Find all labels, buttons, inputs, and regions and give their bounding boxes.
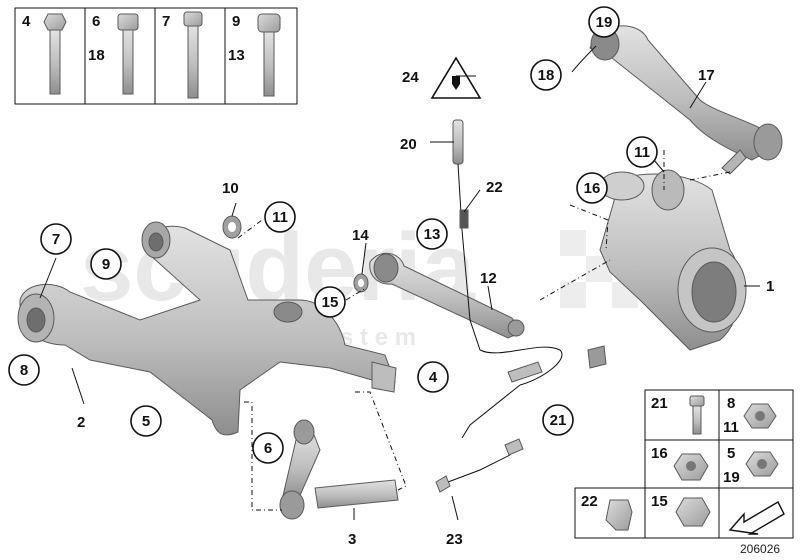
callout-1: 1 <box>766 278 774 295</box>
callout-3: 3 <box>348 531 356 548</box>
wheel-speed-sensor-cable <box>452 119 607 439</box>
wheel-carrier <box>599 169 747 351</box>
callout-24: 24 <box>402 69 419 86</box>
callout-4-text: 4 <box>429 369 438 386</box>
callout-18: 18 <box>530 59 562 91</box>
washer-10 <box>222 215 242 239</box>
callout-21-text: 21 <box>550 412 567 429</box>
screw-21-icon <box>689 395 705 435</box>
callout-7: 7 <box>40 223 72 255</box>
lower-control-arm <box>369 252 525 339</box>
callout-17: 17 <box>698 67 715 84</box>
callout-9: 9 <box>90 248 122 280</box>
legend-bottom-21: 21 <box>651 395 668 412</box>
plain-callouts: 24 17 20 22 10 14 12 1 2 3 23 <box>77 67 774 548</box>
callout-5: 5 <box>130 405 162 437</box>
callout-21: 21 <box>542 404 574 436</box>
callout-12: 12 <box>480 270 497 287</box>
callout-2: 2 <box>77 414 85 431</box>
legend-top-4-a: 4 <box>22 13 31 30</box>
callout-11-right: 11 <box>626 136 658 168</box>
bolt-9-icon <box>257 13 281 97</box>
legend-bottom-11: 11 <box>723 419 739 436</box>
legend-bottom-22: 22 <box>581 493 598 510</box>
legend-top-13-b: 13 <box>228 47 245 64</box>
callout-8: 8 <box>8 354 40 386</box>
circled-callouts: 19 18 11 16 7 9 11 13 15 8 5 6 4 21 <box>8 6 658 464</box>
clip-22-icon <box>605 499 633 531</box>
legend-bottom-5: 5 <box>727 445 735 462</box>
legend-bottom-8: 8 <box>727 395 735 412</box>
callout-19: 19 <box>588 6 620 38</box>
callout-13-text: 13 <box>424 226 441 243</box>
callout-15: 15 <box>314 286 346 318</box>
callout-4: 4 <box>417 361 449 393</box>
callout-11-left: 11 <box>264 201 296 233</box>
callout-16-text: 16 <box>584 180 601 197</box>
rear-axle-carrier <box>17 221 397 436</box>
callout-8-text: 8 <box>20 362 28 379</box>
callout-6: 6 <box>252 432 284 464</box>
fastener-legend-top: 4 6 18 7 9 13 <box>14 7 298 105</box>
assembly-lines <box>237 150 731 511</box>
callout-15-text: 15 <box>322 294 339 311</box>
washer-14 <box>353 273 369 293</box>
callout-13: 13 <box>416 218 448 250</box>
brake-pad-wear-sensor <box>435 438 524 493</box>
legend-bottom-15: 15 <box>651 493 668 510</box>
legend-top-18-b: 18 <box>88 47 105 64</box>
bolt-6-icon <box>117 13 139 95</box>
bolt-4-icon <box>43 13 67 95</box>
leader-lines <box>39 45 760 521</box>
legend-top-9-a: 9 <box>232 13 240 30</box>
callout-23: 23 <box>446 531 463 548</box>
bolt-7-icon <box>183 11 203 99</box>
nut-5-icon <box>745 451 779 477</box>
callout-20: 20 <box>400 136 417 153</box>
toe-link <box>279 419 399 520</box>
callout-10: 10 <box>222 180 239 197</box>
legend-bottom-16: 16 <box>651 445 668 462</box>
nut-16-icon <box>673 453 709 481</box>
callout-19-text: 19 <box>596 14 613 31</box>
arrow-icon <box>728 501 785 535</box>
callout-5-text: 5 <box>142 413 150 430</box>
callout-11-right-text: 11 <box>634 144 650 161</box>
callout-11-left-text: 11 <box>272 209 288 226</box>
callout-16: 16 <box>576 172 608 204</box>
upper-control-arm <box>589 25 783 175</box>
nut-15-icon <box>675 497 711 527</box>
callout-6-text: 6 <box>264 440 272 457</box>
legend-top-6-a: 6 <box>92 13 100 30</box>
fastener-legend-bottom: 21 8 11 16 5 19 22 15 <box>574 389 794 539</box>
callout-7-text: 7 <box>52 231 60 248</box>
callout-9-text: 9 <box>102 256 110 273</box>
legend-top-7-a: 7 <box>162 13 170 30</box>
warning-triangle-icon <box>430 56 482 99</box>
callout-14: 14 <box>352 227 369 244</box>
callout-22: 22 <box>486 179 503 196</box>
legend-bottom-19: 19 <box>723 469 740 486</box>
diagram-reference-number: 206026 <box>740 542 780 556</box>
callout-18-text: 18 <box>538 67 555 84</box>
nut-8-icon <box>743 403 777 429</box>
